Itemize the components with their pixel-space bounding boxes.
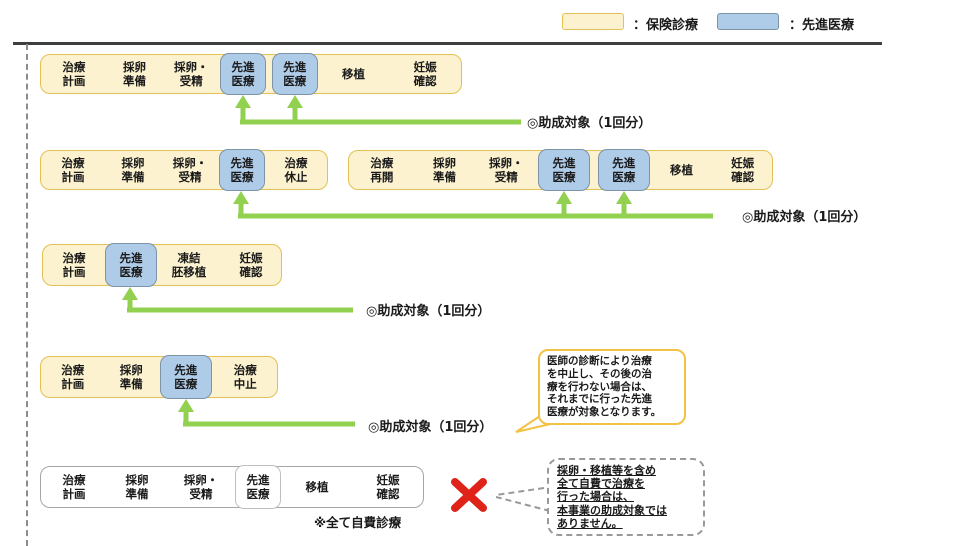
subsidy-arrow-row1 bbox=[235, 95, 521, 125]
step-treatment-plan: 治療 計画 bbox=[62, 250, 86, 279]
step-treatment-pause: 治療 休止 bbox=[284, 155, 308, 184]
not-eligible-x-icon bbox=[451, 478, 487, 512]
step-pregnancy-check: 妊娠 確認 bbox=[413, 59, 437, 88]
self-pay-not-eligible-callout: 採卵・移植等を含め 全て自費で治療を 行った場合は、 本事業の助成対象では あり… bbox=[547, 458, 705, 536]
step-egg-prep: 採卵 準備 bbox=[119, 362, 143, 391]
step-egg-prep: 採卵 準備 bbox=[123, 59, 147, 88]
step-egg-fertilization: 採卵・ 受精 bbox=[174, 59, 209, 88]
step-egg-fertilization: 採卵・ 受精 bbox=[488, 155, 524, 184]
step-egg-fertilization: 採卵・ 受精 bbox=[183, 472, 219, 501]
flow-row-4: 治療 計画 採卵 準備 先進 医療 治療 中止 bbox=[40, 355, 278, 399]
step-treatment-plan: 治療 計画 bbox=[61, 155, 85, 184]
step-advanced-care: 先進 医療 bbox=[538, 149, 590, 191]
left-dashed-border bbox=[26, 44, 28, 546]
advanced-legend-label: ：先進医療 bbox=[789, 18, 855, 33]
step-treatment-plan: 治療 計画 bbox=[62, 472, 86, 501]
flow-row-2-left: 治療 計画 採卵 準備 採卵・ 受精 先進 医療 治療 休止 bbox=[40, 149, 328, 191]
step-treatment-plan: 治療 計画 bbox=[61, 362, 85, 391]
flow-row-5-self-pay: 治療 計画 採卵 準備 採卵・ 受精 先進 医療 移植 妊娠 確認 bbox=[40, 465, 424, 509]
step-pregnancy-check: 妊娠 確認 bbox=[239, 250, 263, 279]
step-transplant: 移植 bbox=[342, 66, 366, 81]
step-transplant: 移植 bbox=[305, 479, 329, 494]
step-advanced-care: 先進 医療 bbox=[219, 149, 265, 191]
subsidy-target-label-row1: ◎助成対象（1回分） bbox=[527, 116, 652, 131]
step-frozen-embryo-transfer: 凍結 胚移植 bbox=[171, 250, 207, 279]
callout-tail-dashed bbox=[495, 487, 551, 512]
subsidy-arrow-row3 bbox=[122, 287, 353, 313]
step-advanced-care-self-pay: 先進 医療 bbox=[235, 465, 281, 509]
step-treatment-restart: 治療 再開 bbox=[370, 155, 394, 184]
step-pregnancy-check: 妊娠 確認 bbox=[731, 155, 755, 184]
step-advanced-care: 先進 医療 bbox=[220, 53, 266, 95]
step-transplant: 移植 bbox=[669, 162, 693, 177]
advanced-care-swatch bbox=[717, 13, 779, 30]
subsidy-target-label-row2: ◎助成対象（1回分） bbox=[742, 210, 867, 225]
step-egg-fertilization: 採卵・ 受精 bbox=[172, 155, 208, 184]
step-pregnancy-check: 妊娠 確認 bbox=[376, 472, 400, 501]
self-pay-note: ※全て自費診療 bbox=[314, 515, 402, 530]
flow-row-3: 治療 計画 先進 医療 凍結 胚移植 妊娠 確認 bbox=[42, 243, 282, 287]
subsidy-target-label-row3: ◎助成対象（1回分） bbox=[366, 304, 491, 319]
subsidy-arrow-row2 bbox=[233, 191, 713, 219]
flow-row-2-right: 治療 再開 採卵 準備 採卵・ 受精 先進 医療 先進 医療 移植 妊娠 確認 bbox=[348, 149, 773, 191]
doctor-discontinue-callout: 医師の診断により治療 を中止し、その後の治 療を行わない場合は、 それまでに行っ… bbox=[538, 349, 686, 425]
step-advanced-care: 先進 医療 bbox=[105, 243, 157, 287]
step-treatment-plan: 治療 計画 bbox=[62, 59, 86, 88]
step-egg-prep: 採卵 準備 bbox=[125, 472, 149, 501]
subsidy-arrow-row4 bbox=[178, 399, 355, 427]
step-egg-prep: 採卵 準備 bbox=[121, 155, 145, 184]
step-advanced-care: 先進 医療 bbox=[597, 149, 650, 191]
flow-row-1: 治療 計画 採卵 準備 採卵・ 受精 先進 医療 先進 医療 移植 妊娠 確認 bbox=[40, 53, 462, 95]
step-treatment-discontinued: 治療 中止 bbox=[233, 362, 257, 391]
step-advanced-care: 先進 医療 bbox=[159, 355, 212, 399]
step-egg-prep: 採卵 準備 bbox=[433, 155, 457, 184]
subsidy-target-label-row4: ◎助成対象（1回分） bbox=[368, 420, 493, 435]
insurance-legend-label: ：保険診療 bbox=[633, 18, 699, 33]
insurance-swatch bbox=[562, 13, 624, 30]
header-divider-line bbox=[13, 42, 882, 45]
step-advanced-care: 先進 医療 bbox=[271, 53, 318, 95]
